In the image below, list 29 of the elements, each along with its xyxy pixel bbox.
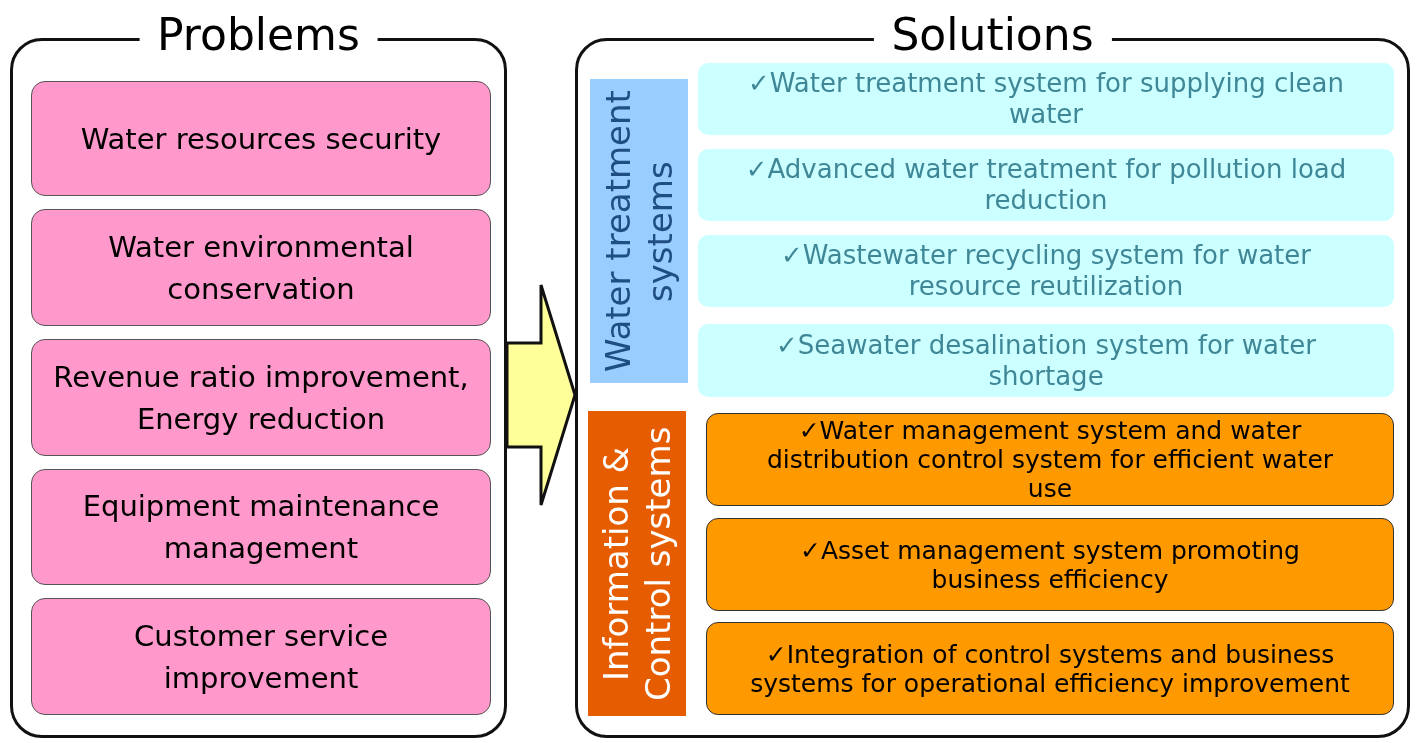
box-label: Customer service improvement (133, 617, 389, 697)
box-label: ✓Advanced water treatment for pollution load reduction (744, 154, 1348, 216)
solution-box (698, 63, 1394, 135)
box-label: Water resources security (80, 120, 442, 158)
band-label: Information & Control systems (595, 425, 679, 703)
box-label: ✓Seawater desalination system for water shortage (775, 329, 1317, 392)
box-label: ✓Asset management system promoting business efficiency (799, 535, 1301, 594)
solution-box (698, 149, 1394, 221)
solution-box (706, 413, 1394, 506)
solution-box (698, 324, 1394, 397)
box-label: Revenue ratio improvement, Energy reduction (52, 358, 470, 438)
box-label: ✓Integration of control systems and business systems for operational efficiency improvement (749, 639, 1351, 698)
solution-box (706, 518, 1394, 611)
problem-box (31, 81, 491, 196)
band-label: Water treatment systems (597, 89, 681, 374)
problem-box (31, 339, 491, 456)
box-label: Equipment maintenance management (81, 488, 441, 567)
category-band (588, 411, 686, 716)
problem-box (31, 209, 491, 326)
problem-box (31, 598, 491, 715)
solution-box (698, 235, 1394, 307)
box-label: ✓Wastewater recycling system for water resource reutilization (780, 240, 1312, 302)
category-band (590, 79, 688, 383)
solution-box (706, 622, 1394, 715)
block-arrow (505, 283, 577, 507)
box-label: ✓Water management system and water distribution control system for efficient water use (765, 416, 1335, 503)
box-label: ✓Water treatment system for supplying clean water (747, 68, 1345, 130)
box-label: Water environmental conservation (107, 228, 415, 308)
problem-box (31, 469, 491, 585)
